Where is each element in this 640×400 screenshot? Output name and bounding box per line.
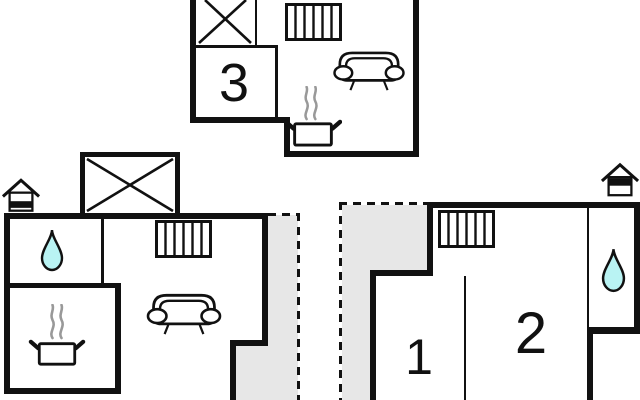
wall-segment [427,202,640,208]
wall-segment [284,117,290,157]
staircase-x-icon [85,157,175,213]
room-3-box [196,45,278,120]
terrace-right-dashed-edge [339,202,342,400]
water-drop-icon [601,247,626,293]
sofa-icon [146,287,222,335]
wall-segment [284,151,419,157]
wall-segment [80,152,85,215]
room-1-label: 1 [405,329,433,385]
wall-segment [587,334,593,400]
wall-segment [427,202,433,273]
wall-segment [230,340,268,346]
terrace-left-dashed-edge [297,213,300,400]
wall-segment [230,340,236,400]
closet-partition [255,0,257,47]
wall-segment [4,213,10,394]
terrace-left-unit-lower [236,346,268,400]
bathroom-partition [101,219,104,283]
cooking-pot-icon [284,119,342,148]
wall-segment [4,283,121,288]
terrace-left-dashed-top [268,213,300,216]
wall-segment [413,0,419,157]
radiator-icon [438,210,495,248]
terrace-right-unit [342,205,427,273]
sofa-icon [333,45,405,91]
wall-segment [370,270,376,400]
wall-segment [370,270,433,276]
room-2-label: 2 [514,301,548,366]
wall-segment [262,213,268,346]
wall-segment [115,285,121,394]
terrace-right-unit-lower [342,273,372,400]
room-1-partition [464,276,466,400]
room-3-label: 3 [218,53,250,113]
radiator-icon [155,220,212,258]
wall-segment [175,152,180,215]
radiator-icon [285,3,342,41]
wall-segment [190,0,196,123]
chimney-house-icon [2,178,40,213]
steam-icon [300,86,321,121]
terrace-left-unit [268,215,298,400]
bathroom-partition [587,208,589,327]
wall-segment [190,117,290,123]
wall-segment [587,327,640,334]
staircase-x-icon [196,0,255,45]
wall-segment [4,213,268,219]
wall-segment [80,152,180,157]
chimney-house-icon [601,161,639,199]
water-drop-icon [40,228,64,272]
steam-icon [46,304,67,340]
terrace-right-dashed-top [339,202,428,205]
wall-segment [634,202,640,334]
cooking-pot-icon [27,339,87,367]
wall-segment [4,388,121,394]
